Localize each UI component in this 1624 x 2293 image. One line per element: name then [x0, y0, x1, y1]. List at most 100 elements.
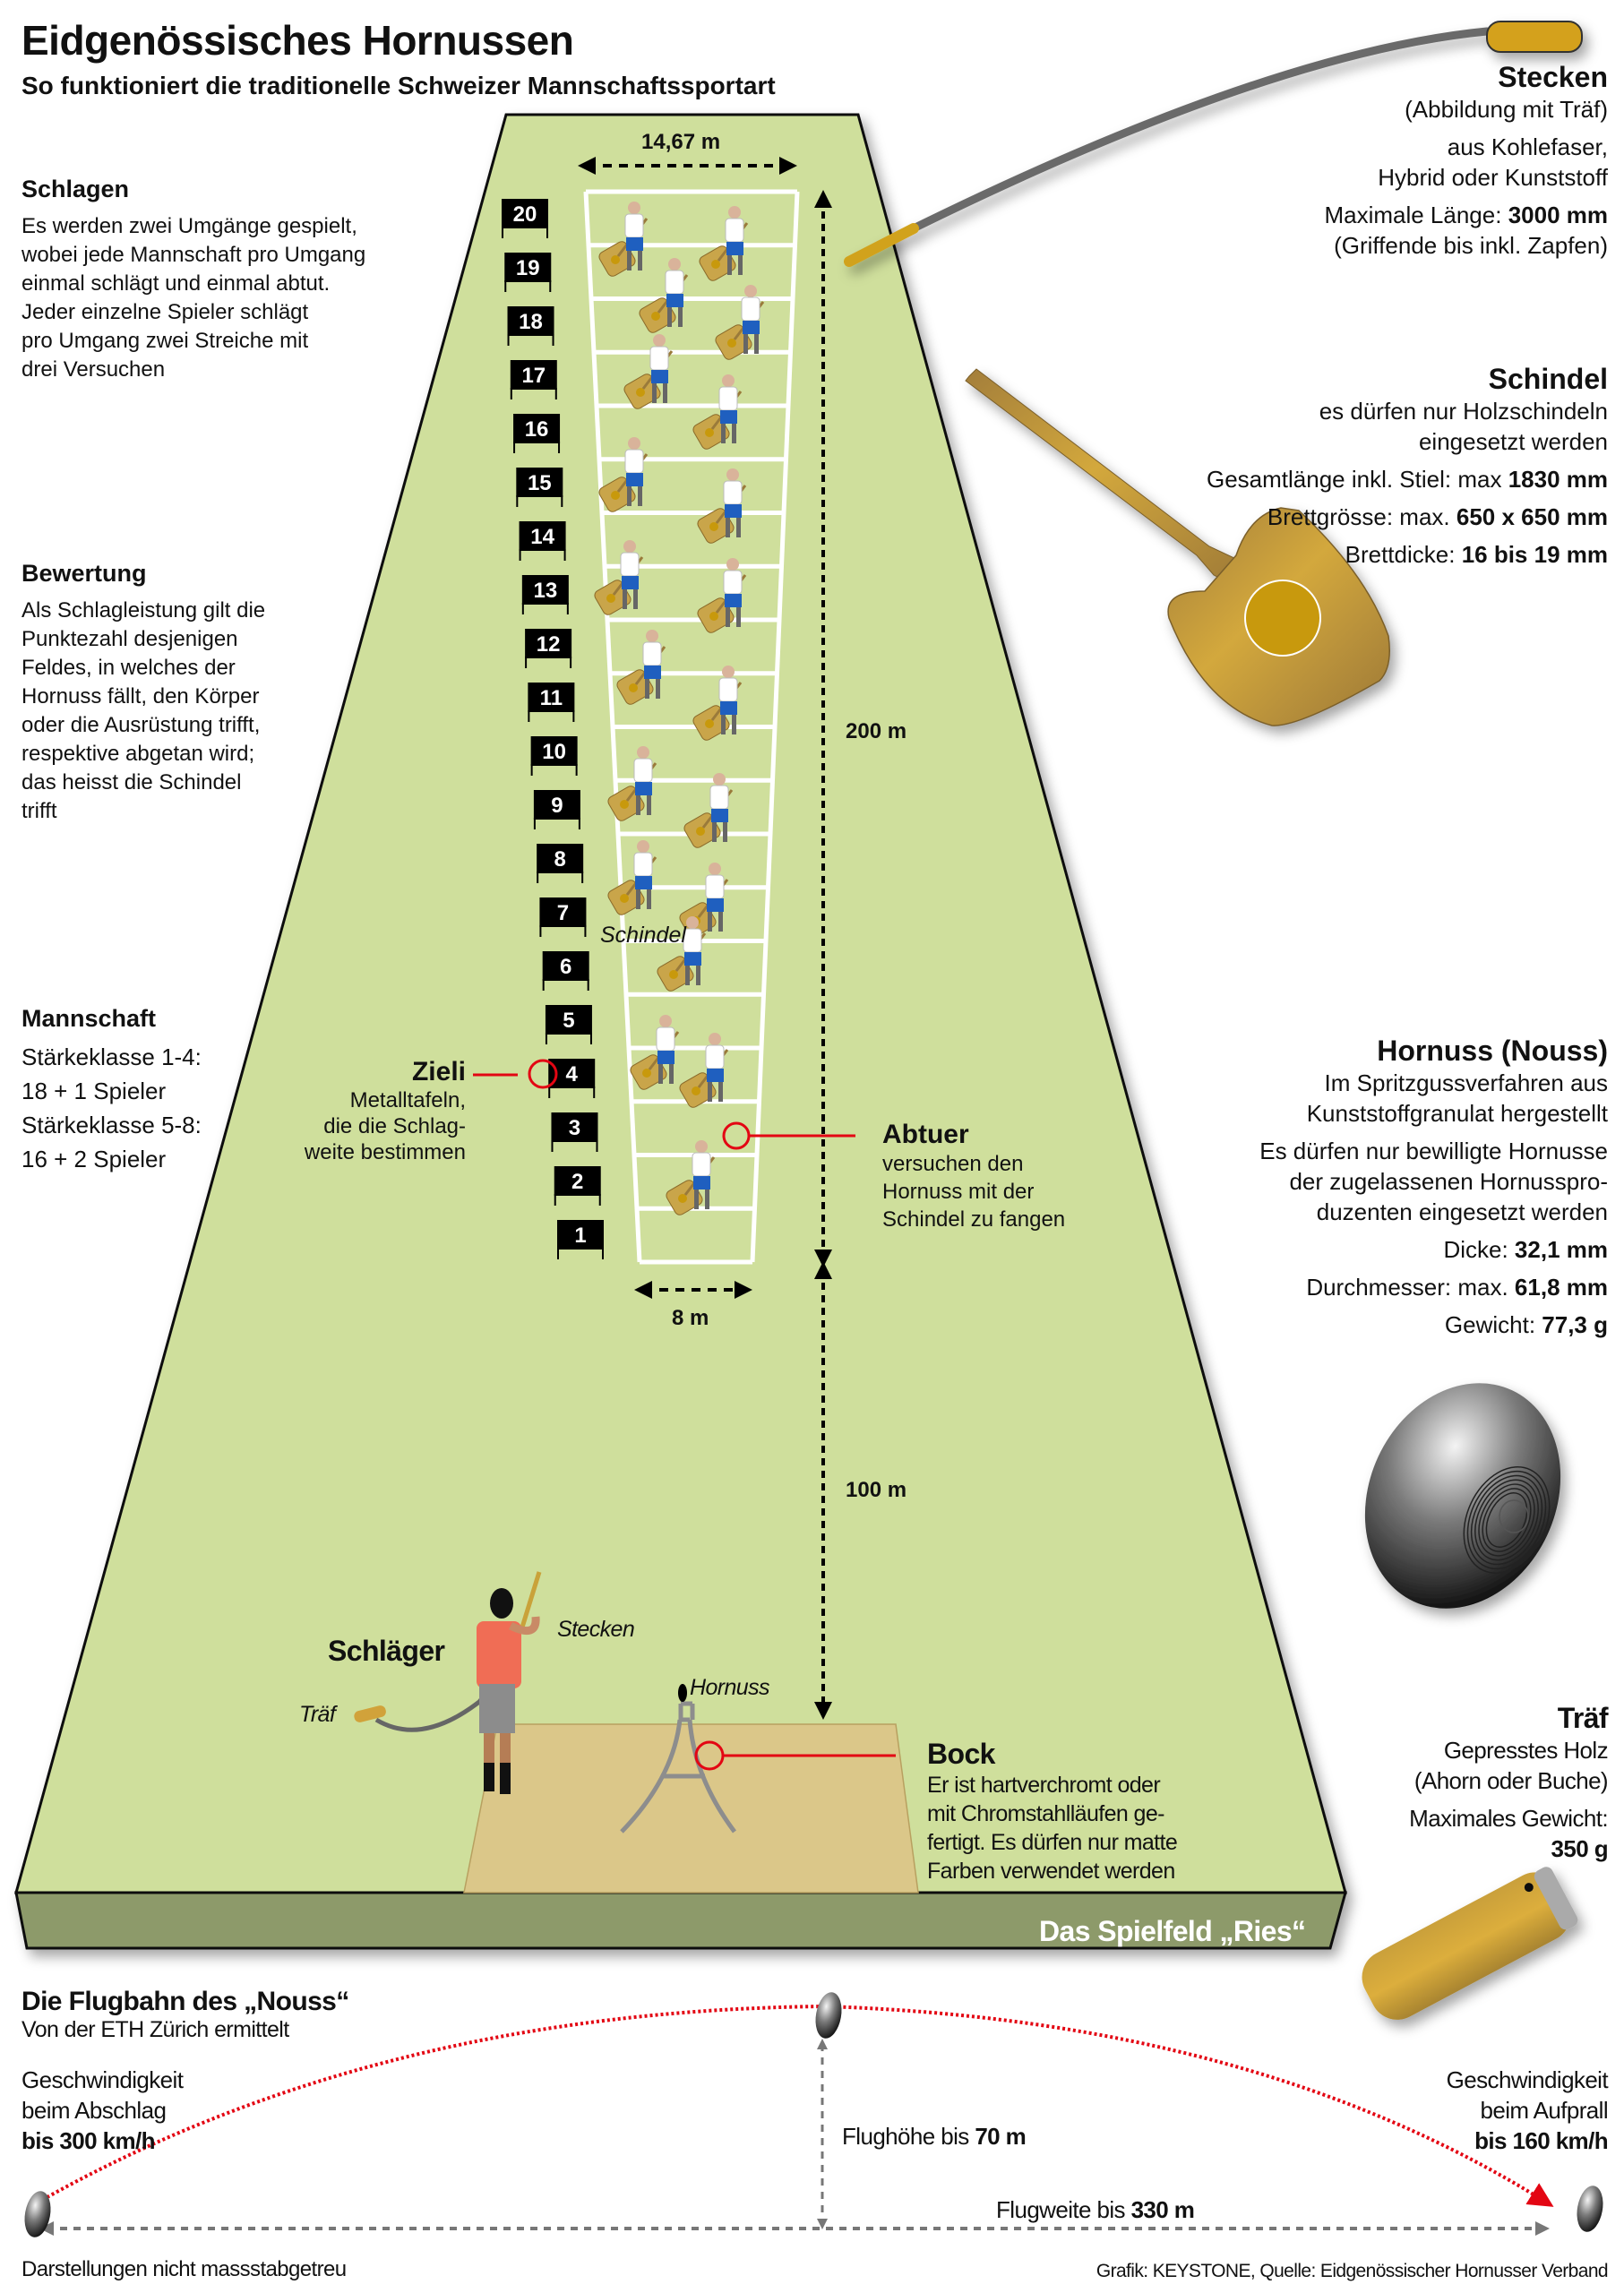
stecken-heading: Stecken [1498, 61, 1608, 93]
zieli-line: die die Schlag- [323, 1114, 466, 1138]
zieli-board: 1 [557, 1220, 604, 1259]
fielder-figure [607, 746, 657, 821]
fielder-figure [679, 1033, 729, 1108]
fielder-figure [623, 334, 674, 409]
hornuss-spec-line: Dicke: 32,1 mm [1443, 1236, 1608, 1263]
traef-spec-line: (Ahorn oder Buche) [1413, 1767, 1609, 1794]
zieli-callout: Zieli Metalltafeln,die die Schlag-weite … [260, 1057, 466, 1165]
abtuer-line: versuchen den [882, 1152, 1024, 1176]
zieli-board: 15 [516, 468, 563, 507]
flight-heading: Die Flugbahn des „Nouss“ [21, 1987, 349, 2016]
zieli-number: 10 [542, 740, 566, 764]
flight-distance-label: Flugweite bis 330 m [996, 2194, 1195, 2225]
end-speed: Geschwindigkeit beim Aufprall bis 160 km… [1339, 2065, 1609, 2156]
fielder-figure [692, 374, 743, 450]
zieli-number: 20 [513, 202, 537, 227]
zieli-board: 9 [533, 790, 580, 829]
stecken-spec-line: (Griffende bis inkl. Zapfen) [1334, 232, 1608, 259]
fielder-figure [598, 437, 649, 512]
traef-spec-line: Gepresstes Holz [1443, 1737, 1609, 1764]
ball-start [24, 2191, 51, 2237]
hornuss-ring [1463, 1466, 1551, 1574]
zieli-board: 11 [528, 683, 575, 722]
zieli-number: 16 [525, 417, 549, 442]
hornuss-spec-line: Gewicht: 77,3 g [1444, 1311, 1608, 1338]
zieli-board: 3 [551, 1112, 598, 1152]
bewertung-line: Als Schlagleistung gilt die [21, 598, 266, 623]
stecken-spec-line: aus Kohlefaser, [1447, 133, 1608, 160]
hornuss-spec-line: der zugelassenen Hornusspro- [1289, 1168, 1608, 1195]
zieli-board: 16 [513, 414, 561, 453]
section-stecken: Stecken (Abbildung mit Träf)aus Kohlefas… [1160, 61, 1608, 261]
stecken-illustration [844, 21, 1583, 267]
hornuss-ring [1482, 1488, 1532, 1552]
fielder-figure [692, 666, 743, 741]
zieli-number: 17 [521, 364, 546, 388]
abtuer-line: Schindel zu fangen [882, 1207, 1066, 1232]
fielder-figure [697, 558, 747, 633]
mannschaft-line-2: 18 + 1 Spieler [21, 1078, 167, 1104]
mannschaft-line-3: Stärkeklasse 5-8: [21, 1112, 202, 1138]
footer-note: Darstellungen nicht massstabgetreu [21, 2257, 347, 2281]
fielder-figure [697, 468, 747, 544]
zieli-number: 13 [533, 579, 557, 603]
schlagen-line: Jeder einzelne Spieler schlägt [21, 300, 309, 324]
section-hornuss: Hornuss (Nouss) Im Spritzgussverfahren a… [1142, 1035, 1608, 1340]
schindel-spec-line: eingesetzt werden [1418, 428, 1608, 455]
zieli-board: 12 [525, 629, 572, 668]
zieli-callout-circle [528, 1059, 558, 1089]
bock-line: fertigt. Es dürfen nur matte [927, 1830, 1178, 1855]
width-top-label: 14,67 m [641, 130, 721, 154]
zieli-number: 6 [560, 955, 571, 979]
hornuss-spec-line: Im Spritzgussverfahren aus [1324, 1069, 1608, 1096]
traef-spec-line: 350 g [1551, 1835, 1609, 1862]
schlagen-line: drei Versuchen [21, 357, 166, 382]
zieli-board: 13 [521, 575, 569, 614]
schlagen-heading: Schlagen [21, 176, 130, 202]
zieli-board: 5 [545, 1005, 592, 1044]
stecken-spec-line: Maximale Länge: 3000 mm [1324, 202, 1608, 228]
schindel-heading: Schindel [1488, 363, 1608, 395]
zieli-title: Zieli [411, 1057, 466, 1086]
zieli-board: 6 [542, 951, 589, 991]
fielder-figure [607, 840, 657, 915]
schindel-illustration [965, 368, 1390, 726]
start-speed-value: bis 300 km/h [21, 2127, 155, 2154]
end-speed-line-2: beim Aufprall [1480, 2097, 1609, 2124]
fielder-figure [683, 773, 734, 848]
traef-field-label: Träf [299, 1702, 336, 1727]
fielder-figure [598, 202, 649, 277]
end-speed-value: bis 160 km/h [1474, 2127, 1608, 2154]
flight-height-value: 70 m [975, 2123, 1027, 2150]
bock-stand [620, 1701, 737, 1834]
schlaeger-title: Schläger [328, 1635, 445, 1667]
fielder-figure [666, 1140, 716, 1215]
flight-distance-text: Flugweite bis [996, 2196, 1131, 2223]
zieli-line: weite bestimmen [304, 1140, 466, 1164]
stecken-spec-line: Hybrid oder Kunststoff [1378, 164, 1608, 191]
schindel-center-circle [1244, 580, 1321, 657]
fielder-figure [594, 540, 644, 615]
zieli-text: Metalltafeln,die die Schlag-weite bestim… [260, 1087, 466, 1165]
zieli-number: 15 [528, 471, 552, 495]
footer-credit: Grafik: KEYSTONE, Quelle: Eidgenössische… [1096, 2261, 1609, 2281]
zieli-number: 3 [569, 1116, 580, 1140]
section-schlagen: Schlagen Es werden zwei Umgänge gespielt… [21, 176, 365, 384]
zieli-number: 2 [571, 1170, 583, 1194]
page-title: Eidgenössisches Hornussen [21, 17, 574, 64]
bock-line: mit Chromstahlläufen ge- [927, 1801, 1164, 1826]
ball-apex [815, 1992, 842, 2039]
traef-heading: Träf [1557, 1702, 1609, 1734]
hornuss-spec-line: Es dürfen nur bewilligte Hornusse [1259, 1138, 1608, 1164]
schlagen-line: pro Umgang zwei Streiche mit [21, 329, 309, 353]
start-speed-line-1: Geschwindigkeit [21, 2066, 184, 2093]
zieli-number: 1 [574, 1224, 586, 1248]
hornuss-ring [1478, 1483, 1535, 1557]
zieli-board: 14 [519, 521, 566, 561]
